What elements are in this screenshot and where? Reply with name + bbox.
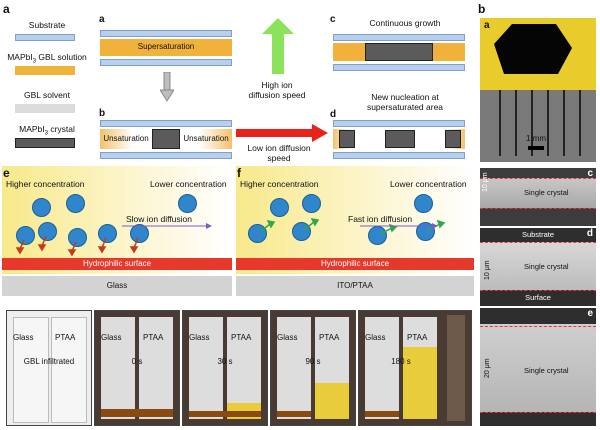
- micrograph-ba: a 1 mm: [480, 18, 596, 162]
- d-single-crystal-label: Single crystal: [524, 262, 569, 271]
- panel-e: e Higher concentration Lower concentrati…: [2, 166, 232, 274]
- legend-solvent-swatch: [15, 104, 75, 113]
- photo-30s: Glass PTAA 30 s: [182, 310, 268, 426]
- panel-f: f Higher concentration Lower concentrati…: [236, 166, 474, 274]
- photo-gbl-left: Glass: [13, 333, 34, 342]
- high-speed-arrow-icon: [258, 18, 298, 74]
- schematic-c: [333, 34, 465, 74]
- legend-crystal-label: MAPbI3 crystal: [19, 124, 75, 137]
- photo-180s-left: Glass: [365, 333, 386, 342]
- photo-90s-right: PTAA: [319, 333, 340, 342]
- unsaturation-left: Unsaturation: [103, 134, 149, 143]
- schematic-d: [333, 120, 465, 162]
- legend-solution-swatch: [15, 66, 75, 75]
- micrograph-bd: Substrate d Single crystal 10 μm Surface: [480, 228, 596, 306]
- micrograph-ba-label: a: [484, 20, 490, 31]
- panel-label-e: e: [3, 166, 10, 180]
- micrograph-bd-label: d: [586, 228, 593, 239]
- f-ito-ptaa-base: ITO/PTAA: [236, 276, 474, 296]
- legend-substrate-label: Substrate: [28, 20, 66, 30]
- photo-gbl: Glass PTAA GBL infiltrated: [6, 310, 92, 426]
- subpanel-label-a: a: [99, 14, 105, 25]
- scale-1mm-label: 1 mm: [526, 134, 546, 143]
- photo-180s-right: PTAA: [407, 333, 428, 342]
- down-arrow-icon: [159, 71, 175, 102]
- subpanel-label-b: b: [99, 108, 106, 119]
- e-glass-base: Glass: [2, 276, 232, 296]
- schematic-a: Supersaturation: [100, 30, 232, 70]
- photo-180s: Glass PTAA 180 s: [358, 310, 472, 426]
- legend-crystal-swatch: [15, 138, 75, 148]
- f-low-conc: Lower concentration: [390, 179, 467, 189]
- c-scale-label: 10 μm: [482, 172, 489, 192]
- legend-solvent-label: GBL solvent: [24, 90, 70, 100]
- e-scale-label: 20 μm: [484, 358, 491, 378]
- photo-180s-caption: 180 s: [391, 357, 411, 366]
- micrograph-bc-label: c: [587, 168, 593, 179]
- micrograph-be: e 20 μm Single crystal: [480, 308, 596, 426]
- photo-30s-left: Glass: [189, 333, 210, 342]
- legend: Substrate MAPbI3 GBL solution GBL solven…: [5, 14, 95, 164]
- d-surface-label: Surface: [525, 293, 551, 302]
- continuous-growth-label: Continuous growth: [369, 18, 441, 28]
- f-hydrophilic-surface: Hydrophilic surface: [236, 258, 474, 270]
- unsaturation-right: Unsaturation: [183, 134, 229, 143]
- photo-0s-left: Glass: [101, 333, 122, 342]
- photo-gbl-right: PTAA: [55, 333, 76, 342]
- legend-solution-label: MAPbI3 GBL solution: [7, 52, 87, 65]
- photo-0s: Glass PTAA 0 s: [94, 310, 180, 426]
- f-fast-diffusion: Fast ion diffusion: [348, 214, 413, 224]
- photo-gbl-caption: GBL infiltrated: [23, 357, 75, 366]
- schematic-b: Unsaturation Unsaturation: [100, 120, 232, 162]
- e-high-conc: Higher concentration: [6, 179, 85, 189]
- micrograph-bc: c 10 μm Single crystal: [480, 168, 596, 226]
- legend-substrate-swatch: [15, 34, 75, 41]
- subpanel-label-c: c: [330, 14, 336, 25]
- panel-label-f: f: [237, 166, 241, 180]
- low-speed-arrow-icon: [236, 124, 328, 142]
- e-hydrophilic-surface: Hydrophilic surface: [2, 258, 232, 270]
- supersaturation-label: Supersaturation: [137, 42, 195, 51]
- e-single-crystal-label: Single crystal: [524, 366, 569, 375]
- d-scale-label: 10 μm: [484, 260, 491, 280]
- photo-90s-left: Glass: [277, 333, 298, 342]
- photo-30s-caption: 30 s: [217, 357, 233, 366]
- photo-90s-caption: 90 s: [305, 357, 321, 366]
- panel-label-b: b: [478, 2, 486, 16]
- f-high-conc: Higher concentration: [240, 179, 319, 189]
- photo-30s-right: PTAA: [231, 333, 252, 342]
- e-low-conc: Lower concentration: [150, 179, 227, 189]
- photo-90s: Glass PTAA 90 s: [270, 310, 356, 426]
- photo-0s-right: PTAA: [143, 333, 164, 342]
- micrograph-be-label: e: [587, 308, 593, 319]
- e-slow-diffusion: Slow ion diffusion: [126, 214, 192, 224]
- d-substrate-label: Substrate: [521, 230, 555, 239]
- c-single-crystal-label: Single crystal: [524, 188, 569, 197]
- photo-0s-caption: 0 s: [131, 357, 143, 366]
- panel-label-a: a: [3, 2, 10, 16]
- subpanel-label-d: d: [330, 109, 337, 120]
